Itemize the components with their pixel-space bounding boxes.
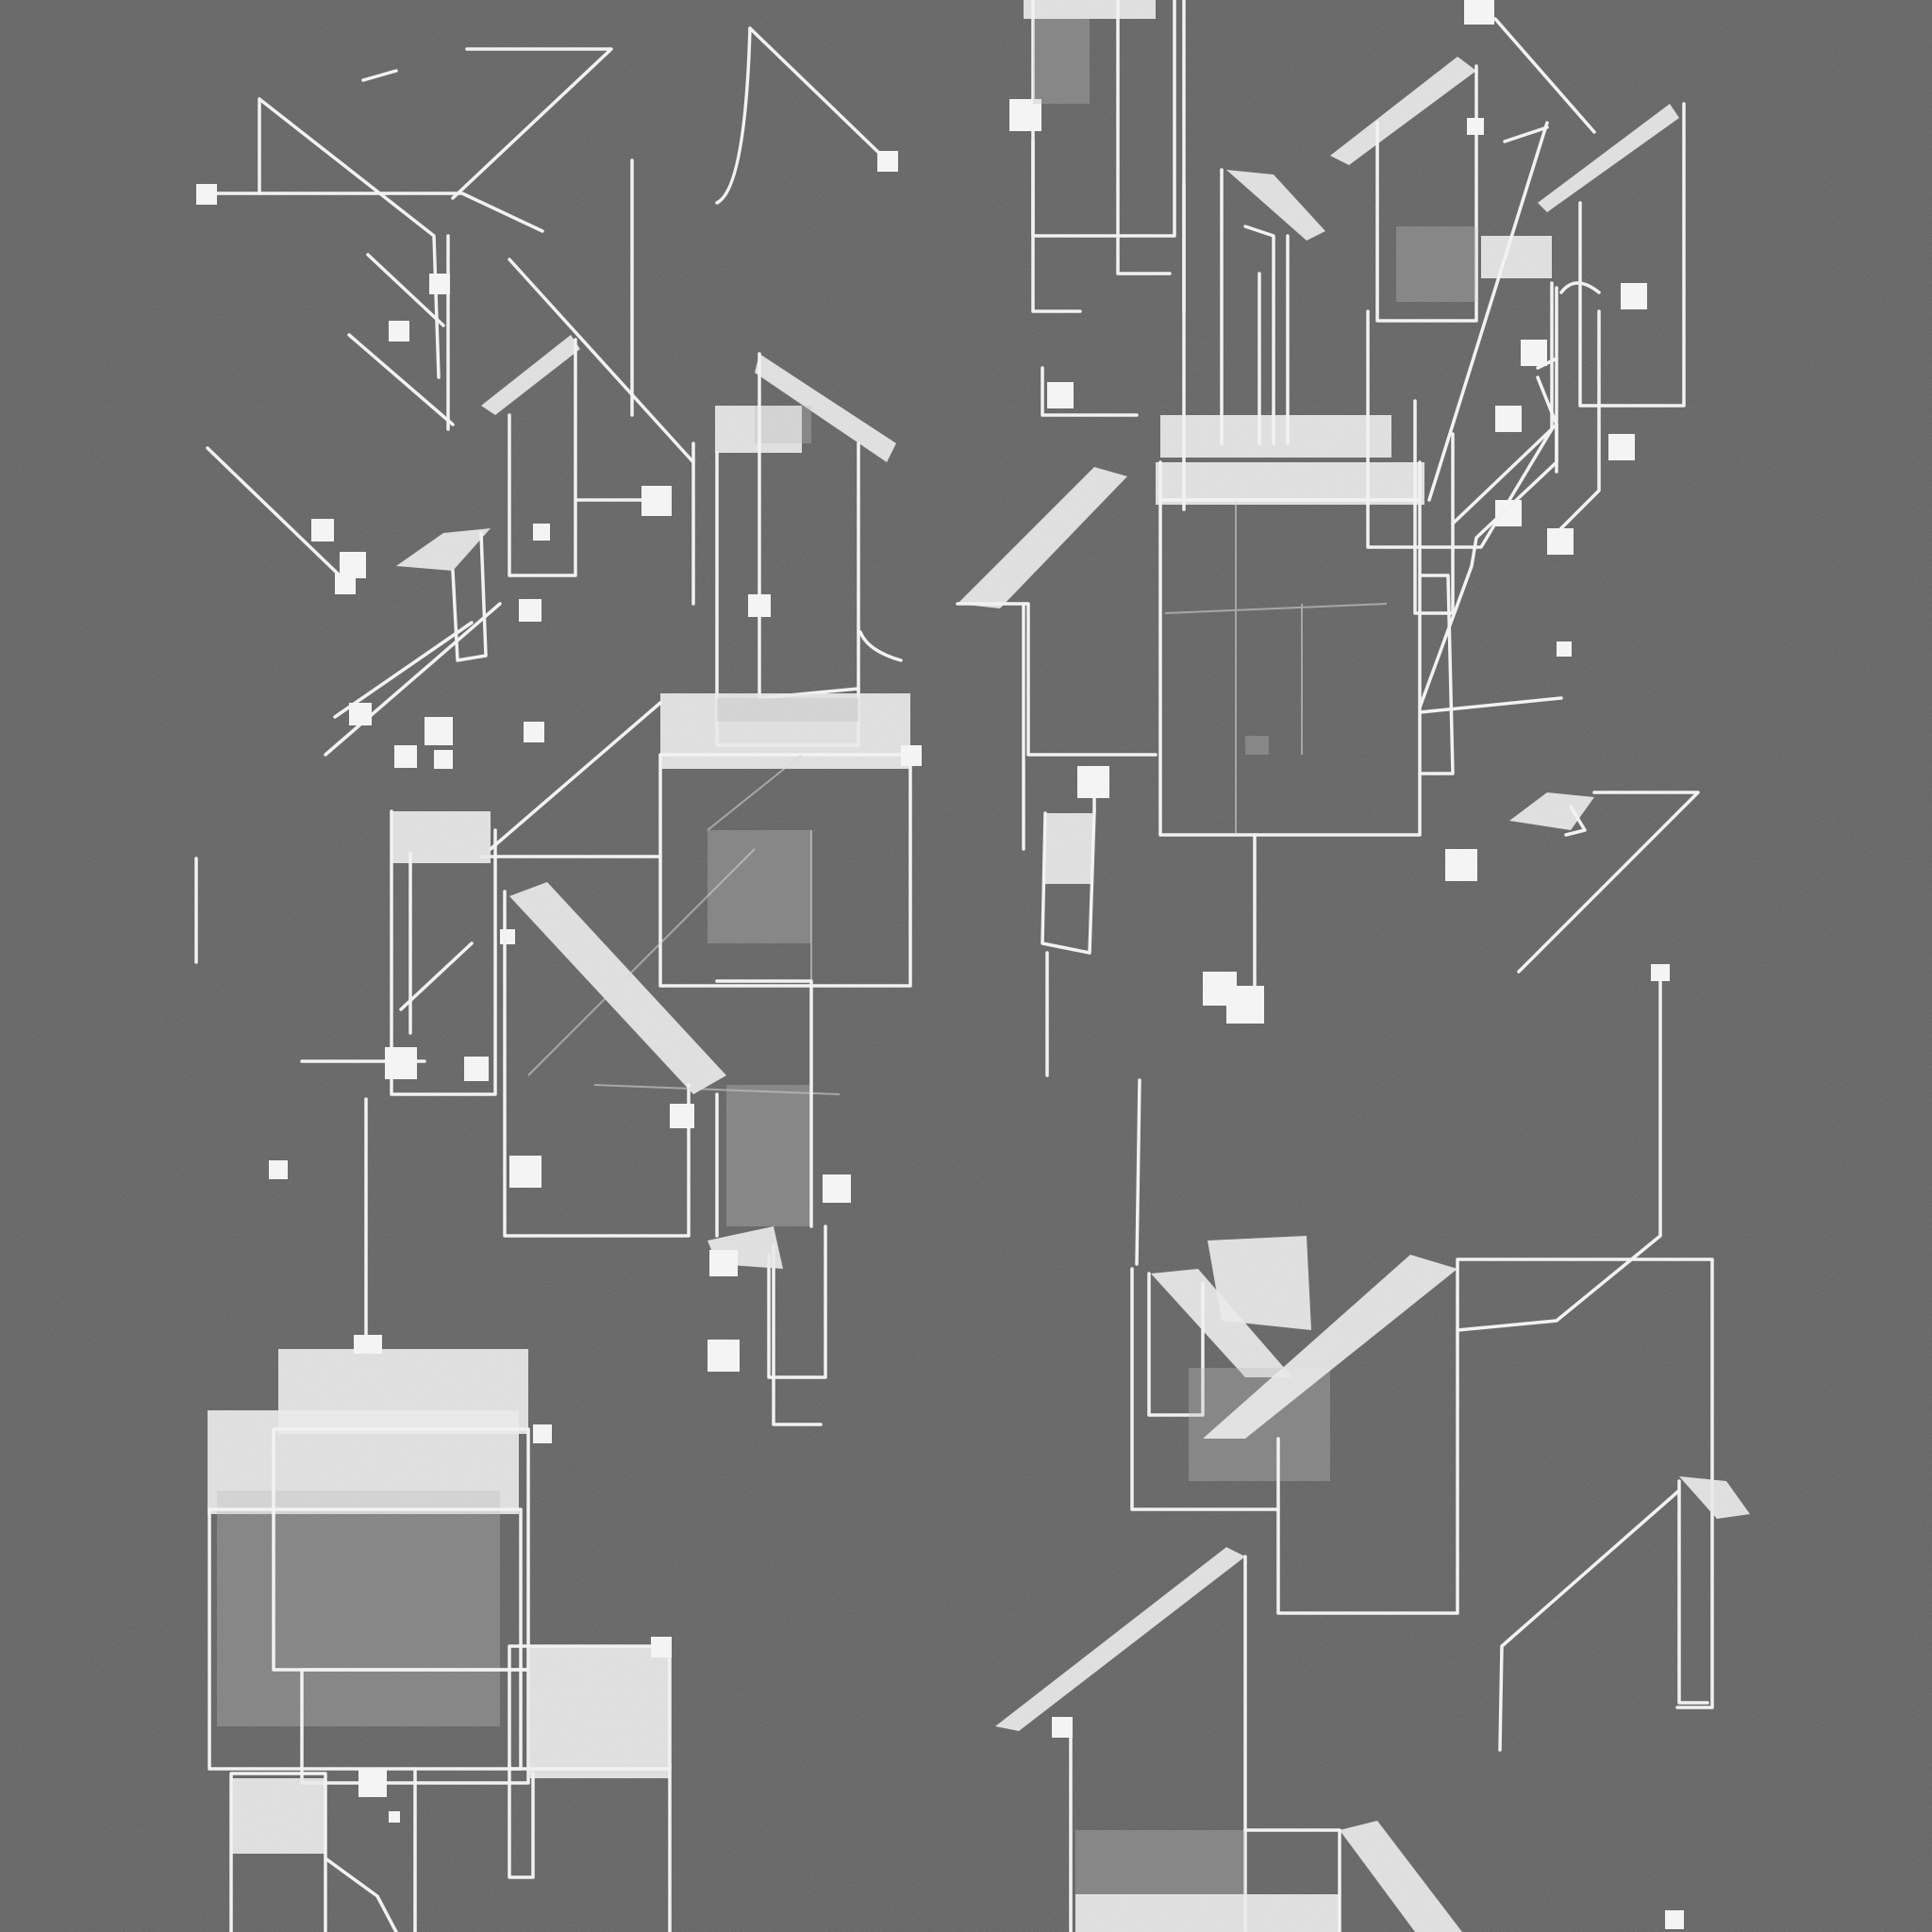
houses-bottom-right (995, 964, 1750, 1932)
top-left-scribbles (194, 26, 898, 964)
houses-top-right (1009, 0, 1596, 417)
house-diagonal-roof (364, 848, 851, 1426)
house-bottom-left (208, 1335, 672, 1932)
house-center-block (479, 693, 922, 988)
house-tall-center (691, 352, 903, 747)
house-large-right (956, 423, 1572, 851)
right-middle-items (1041, 791, 1700, 1077)
houses-upper-right (1330, 57, 1686, 615)
house-chimney-top (1156, 168, 1424, 511)
house-small-left (396, 335, 672, 662)
house-left-stack (269, 809, 515, 1179)
